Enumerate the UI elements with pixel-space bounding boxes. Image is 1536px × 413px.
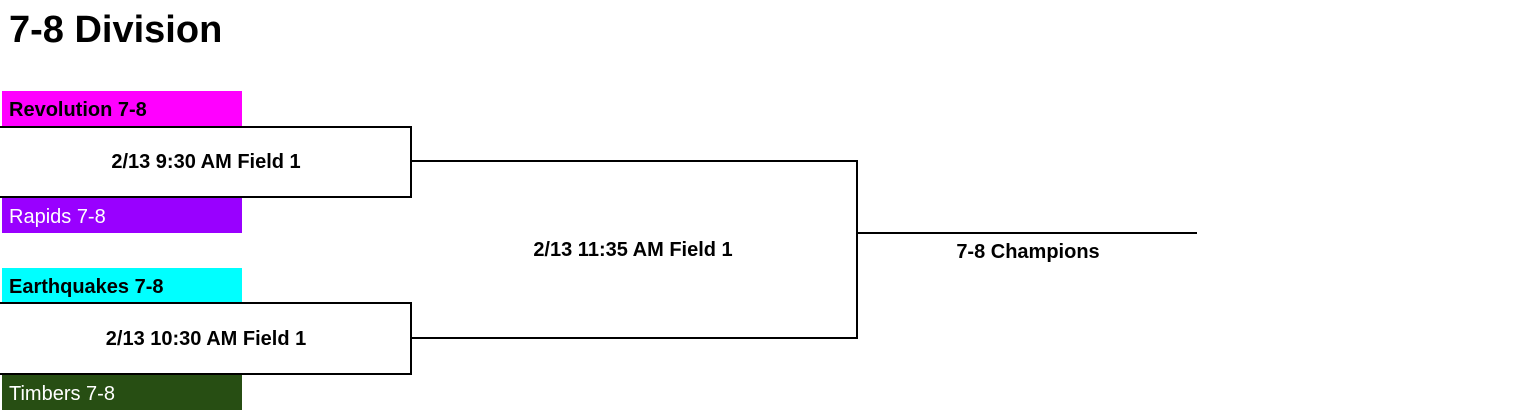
bracket-line — [856, 160, 858, 339]
team-slot-earthquakes: Earthquakes 7-8 — [2, 268, 242, 303]
bracket-line — [410, 126, 412, 198]
game-info-match-1: 2/13 9:30 AM Field 1 — [111, 151, 301, 173]
game-info-match-2: 2/13 10:30 AM Field 1 — [105, 328, 307, 350]
team-slot-timbers: Timbers 7-8 — [2, 375, 242, 410]
bracket-line — [856, 232, 1197, 234]
page-title: 7-8 Division — [9, 9, 223, 51]
team-slot-revolution: Revolution 7-8 — [2, 91, 242, 126]
bracket-line — [0, 302, 412, 304]
bracket-line — [0, 196, 412, 198]
bracket-line — [0, 126, 412, 128]
champion-label: 7-8 Champions — [956, 241, 1100, 263]
team-slot-rapids: Rapids 7-8 — [2, 198, 242, 233]
bracket-line — [0, 373, 412, 375]
bracket-line — [410, 160, 858, 162]
bracket-line — [410, 337, 858, 339]
game-info-final: 2/13 11:35 AM Field 1 — [533, 239, 733, 261]
